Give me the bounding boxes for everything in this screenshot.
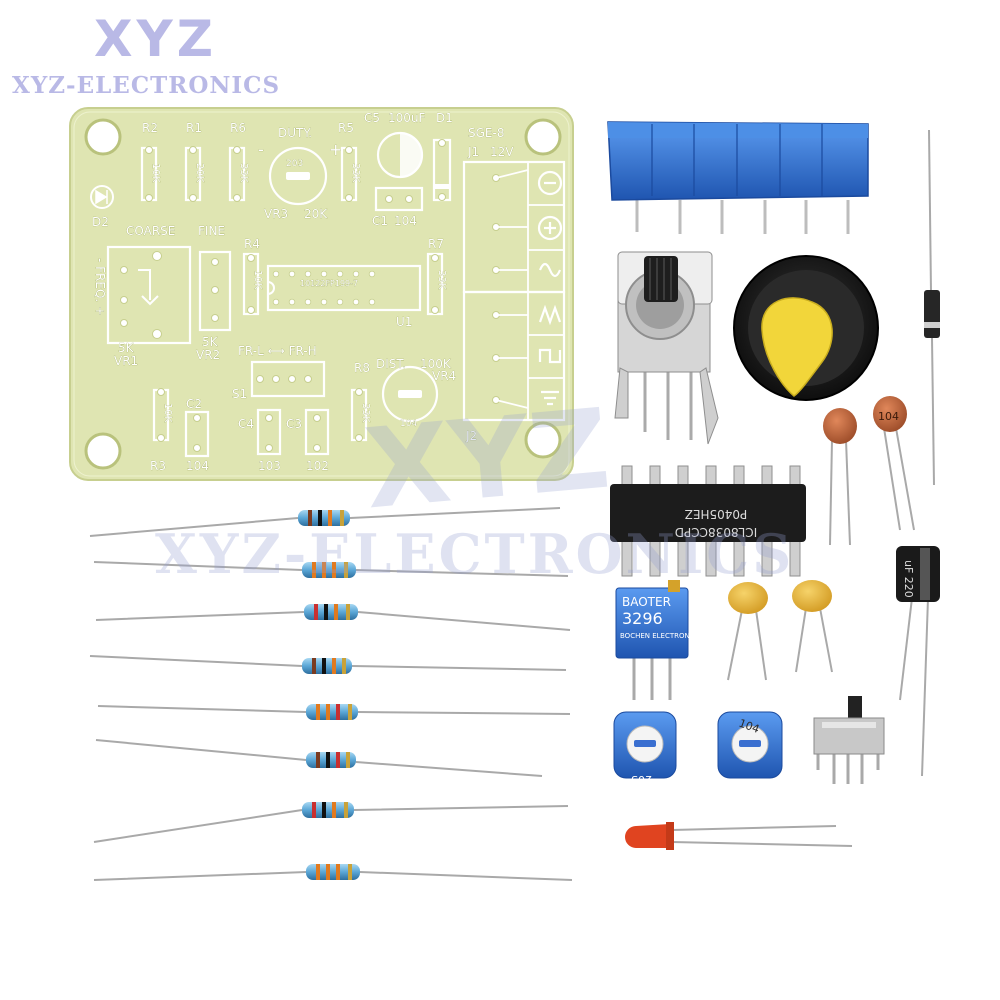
ic-chip: ICL8038CCPD P0405HEZ — [610, 465, 806, 577]
label-ic-text: 10122FP199-7 — [300, 279, 358, 288]
pcb-board: R2 R1 R6 DUTY. - + R5 C5 100uF D1 SGE-8 … — [69, 107, 574, 481]
label-d1: D1 — [436, 111, 453, 125]
label-plus: + — [329, 140, 342, 159]
label-j2: J2 — [465, 429, 477, 443]
label-vr4-code: 104 — [400, 419, 417, 429]
resistor — [95, 739, 543, 777]
resistor — [93, 864, 573, 881]
rectifier-diode — [924, 129, 940, 486]
label-r4: R4 — [244, 237, 260, 251]
slide-switch — [813, 696, 885, 784]
label-s1: S1 — [232, 387, 247, 401]
label-c1-value: 104 — [394, 214, 417, 228]
label-c5-value: 100uF — [388, 111, 426, 125]
label-c2-value: 104 — [186, 459, 209, 473]
label-r3-value: 10K — [162, 403, 173, 423]
resistor — [93, 802, 569, 843]
label-r5: R5 — [338, 121, 354, 135]
label-sge8: SGE-8 — [468, 126, 504, 140]
black-knob — [733, 255, 879, 401]
label-r1: R1 — [186, 121, 202, 135]
label-r2-value: 10K — [150, 163, 161, 183]
label-c4: C4 — [238, 417, 254, 431]
label-vr4: VR4 — [432, 369, 456, 383]
label-r7: R7 — [428, 237, 444, 251]
red-led — [625, 822, 853, 850]
mounting-hole — [84, 432, 122, 470]
watermark-logo: XYZ — [359, 384, 615, 534]
resistor — [97, 704, 571, 720]
label-c3-value: 102 — [306, 459, 329, 473]
blue-trimmer-104: 104 — [717, 711, 783, 779]
label-coarse: COARSE — [126, 224, 175, 238]
label-vr4-value: 100K — [420, 357, 452, 371]
mounting-hole — [524, 421, 562, 459]
brand-logo: XYZ — [94, 10, 218, 68]
label-r8: R8 — [354, 361, 370, 375]
cap-code-label: 104 — [878, 410, 899, 423]
label-vr3-code: 203 — [286, 159, 303, 169]
label-dist: DIST. — [376, 357, 406, 371]
watermark-name: XYZ-ELECTRONICS — [155, 522, 795, 586]
label-minus: - — [258, 140, 264, 159]
resistor — [93, 561, 569, 578]
yellow-ceramic-capacitor — [792, 580, 833, 673]
yellow-ceramic-capacitor — [727, 582, 768, 681]
mounting-hole — [524, 118, 562, 156]
label-vr2-value: 5K — [202, 335, 219, 349]
trimmer-3296: BAOTER 3296 BOCHEN ELECTRON — [615, 580, 690, 700]
resistor — [89, 507, 561, 537]
ic-marking-1: ICL8038CCPD — [675, 525, 757, 539]
label-r2: R2 — [142, 121, 158, 135]
label-c4-value: 103 — [258, 459, 281, 473]
label-vr1: VR1 — [114, 354, 138, 368]
label-vr2: VR2 — [196, 348, 220, 362]
brand-name: XYZ-ELECTRONICS — [12, 72, 281, 99]
label-r7-value: 33K — [436, 270, 447, 290]
blue-trimmer-203: 203 — [613, 711, 677, 786]
label-c3: C3 — [286, 417, 302, 431]
label-freq: - FREQ. + — [93, 258, 107, 316]
label-r4-value: 10K — [252, 270, 263, 290]
label-r1-value: 20K — [194, 163, 205, 183]
label-d2: D2 — [92, 215, 109, 229]
trimmer-sub: BOCHEN ELECTRON — [620, 632, 690, 640]
trimmer-brand: BAOTER — [622, 595, 671, 609]
label-j1-voltage: 12V — [490, 145, 514, 159]
label-j1: J1 — [467, 145, 479, 159]
label-fine: FINE — [198, 224, 225, 238]
label-vr3: VR3 — [264, 207, 288, 221]
label-u1: U1 — [396, 315, 412, 329]
label-c1: C1 — [372, 214, 388, 228]
resistor — [95, 604, 571, 631]
ceramic-capacitor — [823, 408, 857, 546]
mounting-hole — [84, 118, 122, 156]
ic-marking-2: P0405HEZ — [685, 507, 748, 521]
trimmer-model: 3296 — [622, 609, 663, 628]
electrolytic-capacitor: uF 220 — [896, 546, 940, 777]
label-c5: C5 — [364, 111, 380, 125]
label-r6: R6 — [230, 121, 246, 135]
label-r6-value: 33K — [238, 163, 249, 183]
resistor — [89, 655, 567, 674]
rotary-potentiometer — [614, 251, 719, 445]
label-r5-value: 33K — [350, 163, 361, 183]
blue-terminal-header — [607, 121, 869, 234]
label-vr1-value: 5K — [118, 341, 135, 355]
label-r3: R3 — [150, 459, 166, 473]
label-fr-range: FR-L ⟷ FR-H — [238, 344, 317, 358]
label-c2: C2 — [186, 397, 202, 411]
ceramic-capacitor-104: 104 — [873, 396, 915, 531]
label-duty: DUTY. — [278, 126, 312, 140]
label-r8-value: 33K — [360, 403, 371, 423]
trim-a-code: 203 — [631, 773, 652, 786]
electrolytic-label: uF 220 — [902, 560, 915, 598]
label-vr3-value: 20K — [304, 207, 328, 221]
